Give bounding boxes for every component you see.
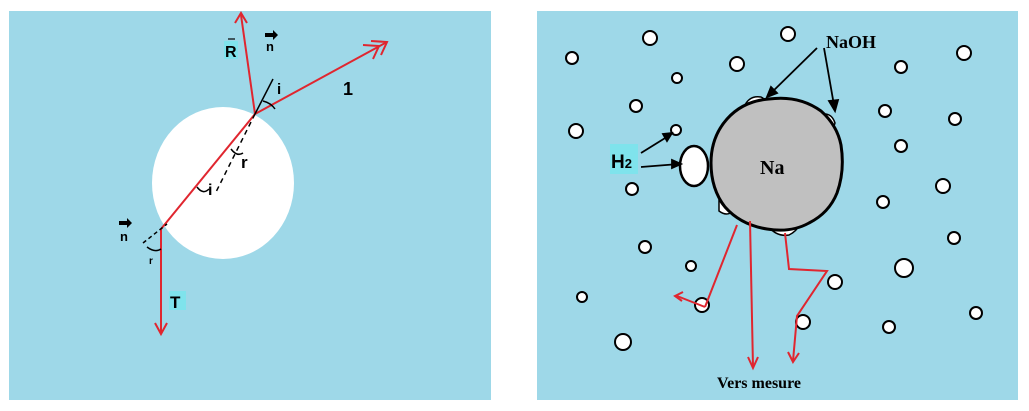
bubble — [894, 139, 908, 153]
optics-panel: R n i 1 r i n r T — [9, 11, 491, 400]
bubble — [638, 240, 652, 254]
normal-top-inner — [214, 113, 256, 195]
bubble — [576, 291, 588, 303]
bubble — [956, 45, 972, 61]
bubble — [671, 72, 683, 84]
transmitted-label-bg — [169, 291, 186, 310]
bubble — [878, 104, 892, 118]
bubble — [568, 123, 584, 139]
sodium-diagram: Na NaOH H2 Vers mesure — [565, 26, 983, 392]
naoh-arrows — [765, 47, 840, 114]
sodium-panel: Na NaOH H2 Vers mesure — [537, 11, 1018, 400]
bubble — [894, 258, 914, 278]
angle-arc-r-bottom — [146, 246, 162, 252]
bubble — [729, 56, 745, 72]
sodium-label: Na — [760, 157, 784, 179]
bubbles — [565, 26, 983, 351]
optics-diagram: R n i 1 r i n r T — [119, 11, 389, 337]
gas-label-bg — [610, 144, 638, 174]
bubble — [565, 51, 579, 65]
reflected-label: R — [225, 44, 237, 61]
angle-label-i-top: i — [277, 81, 281, 98]
gas-label: H2 — [611, 152, 632, 173]
angle-arc-i-bottom — [196, 186, 210, 193]
bubble — [780, 26, 796, 42]
drop-circle — [152, 107, 294, 259]
bubble — [827, 274, 843, 290]
transmitted-label: T — [170, 293, 181, 312]
bubble — [614, 333, 632, 351]
wire-left — [704, 224, 738, 308]
refracted-ray — [160, 113, 256, 230]
bubble — [948, 112, 962, 126]
bubble — [625, 182, 639, 196]
angle-arc-i-top — [262, 100, 276, 110]
h2-arrows — [640, 131, 684, 170]
wire-left-branch — [676, 295, 706, 308]
vector-arrow-n-top — [265, 30, 278, 40]
normal-label-top: n — [266, 39, 274, 54]
bubble — [629, 99, 643, 113]
bubble — [894, 60, 908, 74]
sodium-lump — [709, 96, 844, 232]
angle-label-i-bottom: i — [208, 182, 212, 199]
bubble — [935, 178, 951, 194]
angle-label-r-bottom: r — [149, 256, 153, 267]
bubble — [642, 30, 658, 46]
vector-arrow-n-bottom — [119, 218, 132, 228]
ray-label: 1 — [343, 79, 353, 99]
measure-wires — [673, 220, 829, 371]
normal-bottom — [142, 223, 168, 244]
reflected-label-bg — [224, 41, 238, 59]
normal-label-bottom: n — [120, 229, 128, 244]
reflected-ray — [240, 14, 256, 115]
bubble — [876, 195, 890, 209]
transmitted-ray-arrow — [154, 322, 168, 337]
measure-label: Vers mesure — [717, 375, 801, 392]
angle-label-r-top: r — [241, 153, 248, 172]
h2-bubble — [678, 144, 710, 188]
wire-right — [784, 232, 829, 362]
wire-center — [749, 220, 754, 368]
incident-ray-arrow — [370, 40, 389, 56]
bubble — [795, 314, 811, 330]
incident-ray — [254, 41, 388, 115]
bubble — [685, 260, 697, 272]
incident-ray-arrow-2 — [362, 44, 381, 60]
bubble — [947, 231, 961, 245]
normal-top-outer — [254, 78, 274, 115]
product-label: NaOH — [826, 32, 876, 52]
bubble — [670, 124, 682, 136]
bubble — [882, 320, 896, 334]
bubble — [969, 306, 983, 320]
reflected-ray-arrow — [234, 11, 248, 24]
angle-arc-r-top — [230, 148, 244, 156]
